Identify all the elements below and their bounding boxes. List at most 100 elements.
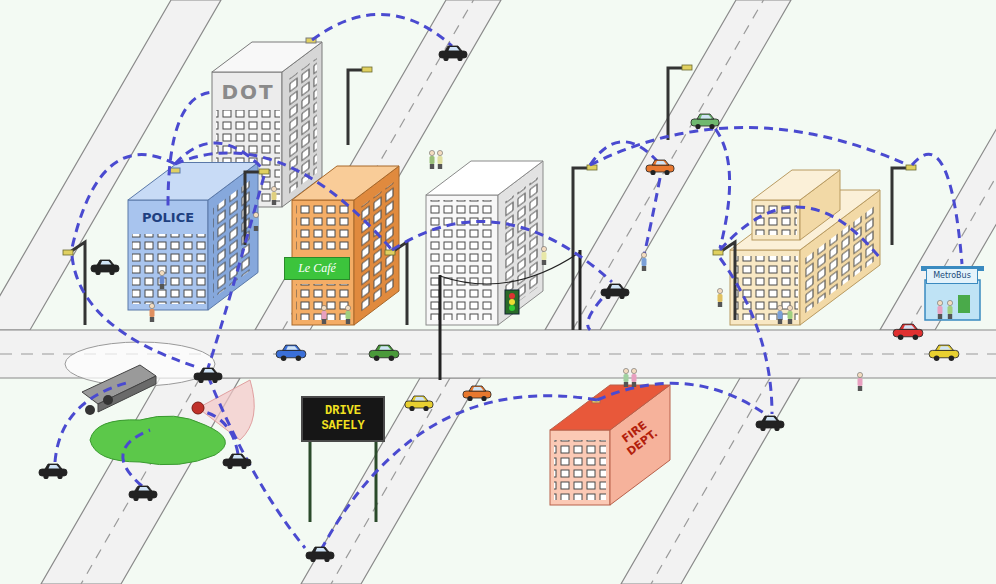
antenna [170, 168, 180, 173]
person [631, 368, 636, 387]
person [777, 305, 782, 324]
pedestrians [149, 150, 952, 391]
front-face [426, 195, 498, 325]
person [345, 305, 350, 324]
windows [554, 440, 606, 500]
label-text: FIRE DEPT. [611, 412, 668, 463]
fire-building [550, 385, 670, 505]
label-text: MetroBus [933, 272, 971, 280]
signal-lamp [509, 293, 515, 299]
lamp-head [713, 250, 723, 255]
police-car [194, 368, 222, 383]
person [159, 270, 164, 289]
front-face [128, 200, 208, 310]
lamp-post [668, 68, 686, 140]
wireless-link [72, 155, 175, 248]
shop-sign: Le Café [284, 257, 350, 280]
post [375, 440, 378, 522]
lamp-head [906, 165, 916, 170]
lamp-head [259, 169, 269, 174]
wireless-link [590, 142, 658, 165]
cafe-building [292, 166, 399, 325]
person [623, 368, 628, 387]
lamp-head [63, 250, 73, 255]
upper-front [752, 200, 800, 240]
truck-side [98, 376, 156, 412]
person [253, 212, 258, 231]
windows [755, 205, 797, 235]
car [463, 386, 491, 401]
front-face [550, 430, 610, 505]
wireless-link [168, 92, 215, 206]
wireless-link [208, 176, 264, 368]
building-label: FIRE DEPT. [603, 404, 676, 471]
wireless-link [720, 207, 880, 258]
street-center-lines [81, 0, 996, 584]
building-label: POLICE [131, 206, 205, 229]
police-car [306, 547, 334, 562]
bus-stop-sign: MetroBus [926, 268, 978, 284]
wireless-link [208, 376, 305, 548]
windows [503, 177, 538, 313]
lamp-head [682, 65, 692, 70]
police-building [128, 163, 258, 311]
label-text: Le Café [298, 261, 336, 276]
police-car [601, 284, 629, 299]
wireless-link [720, 258, 772, 414]
car [893, 324, 923, 340]
shelter-glass [925, 280, 980, 320]
wireless-link [205, 412, 238, 454]
label-text: DOT [221, 80, 274, 104]
post [309, 440, 312, 522]
beacon [192, 402, 204, 414]
windows [734, 256, 798, 320]
vehicles [39, 46, 959, 562]
roof [550, 385, 670, 430]
apartment-building [730, 170, 880, 325]
wireless-link [912, 154, 962, 264]
wireless-link [123, 430, 150, 486]
accident-scene [65, 342, 254, 465]
person [937, 300, 942, 319]
lane-line [573, 0, 764, 330]
police-car [223, 454, 251, 469]
person [717, 288, 722, 307]
wheel [85, 405, 95, 415]
wireless-link [55, 382, 130, 462]
wireless-link [175, 153, 392, 250]
street [880, 0, 996, 330]
windows [287, 58, 317, 196]
windows [132, 234, 206, 304]
car [369, 345, 399, 361]
windows [296, 205, 351, 253]
label-text: POLICE [142, 210, 194, 225]
spill-puddle [90, 416, 225, 465]
lamp-head [362, 67, 372, 72]
message-sign: DRIVE SAFELY [301, 396, 385, 442]
label-text: DRIVE SAFELY [307, 404, 379, 434]
wireless-links [55, 14, 962, 548]
police-car [39, 464, 67, 479]
car [691, 114, 719, 129]
police-car [439, 46, 467, 61]
building-label: DOT [215, 76, 281, 108]
signal-pole [439, 275, 442, 380]
person [641, 252, 646, 271]
person [149, 303, 154, 322]
person [271, 186, 276, 205]
wireless-link [644, 178, 660, 255]
signal-lamp [509, 299, 515, 305]
street-lamps [70, 68, 910, 330]
police-car [91, 260, 119, 275]
person [429, 150, 434, 169]
car [929, 345, 959, 361]
signal-lamp [509, 305, 515, 311]
wireless-link [312, 14, 452, 46]
police-car [129, 486, 157, 501]
person [857, 372, 862, 391]
police-car [756, 416, 784, 431]
car [405, 396, 433, 411]
